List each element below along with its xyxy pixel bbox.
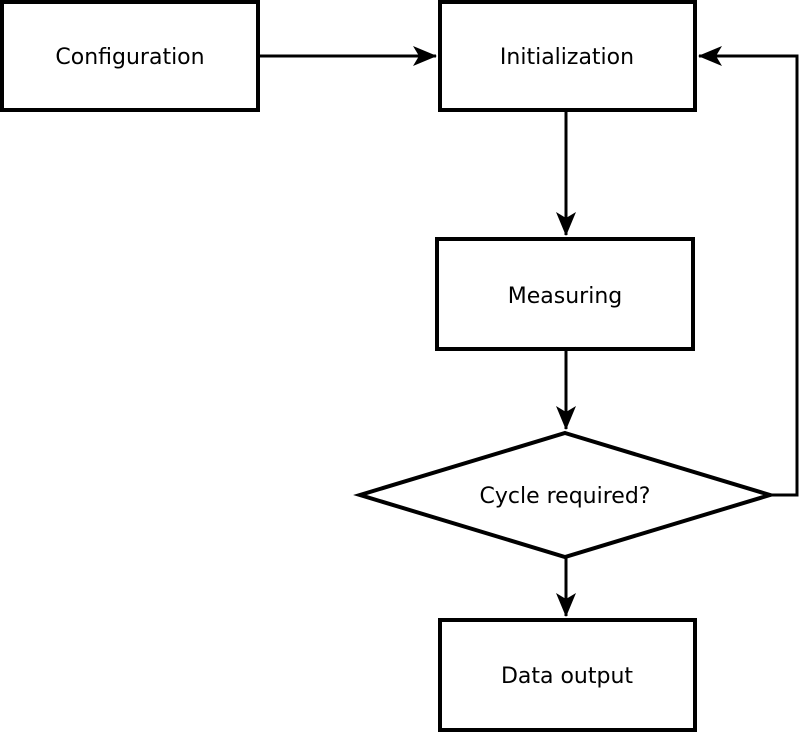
data-output-label: Data output (501, 664, 633, 689)
node-configuration: Configuration (0, 0, 260, 112)
data-output-box (438, 618, 697, 732)
edges (258, 46, 799, 617)
node-initialization: Initialization (438, 0, 697, 112)
measuring-label: Measuring (508, 284, 622, 309)
initialization-label: Initialization (500, 45, 634, 70)
node-data-output: Data output (438, 618, 697, 732)
decision-diamond (353, 430, 777, 560)
initialization-box (438, 0, 697, 112)
arrow-decision-to-initialization-feedback (698, 46, 799, 497)
measuring-box (435, 237, 695, 351)
configuration-label: Configuration (55, 45, 204, 70)
configuration-box (0, 0, 260, 112)
node-decision: Cycle required? (353, 430, 777, 560)
decision-label: Cycle required? (480, 484, 651, 509)
node-measuring: Measuring (435, 237, 695, 351)
